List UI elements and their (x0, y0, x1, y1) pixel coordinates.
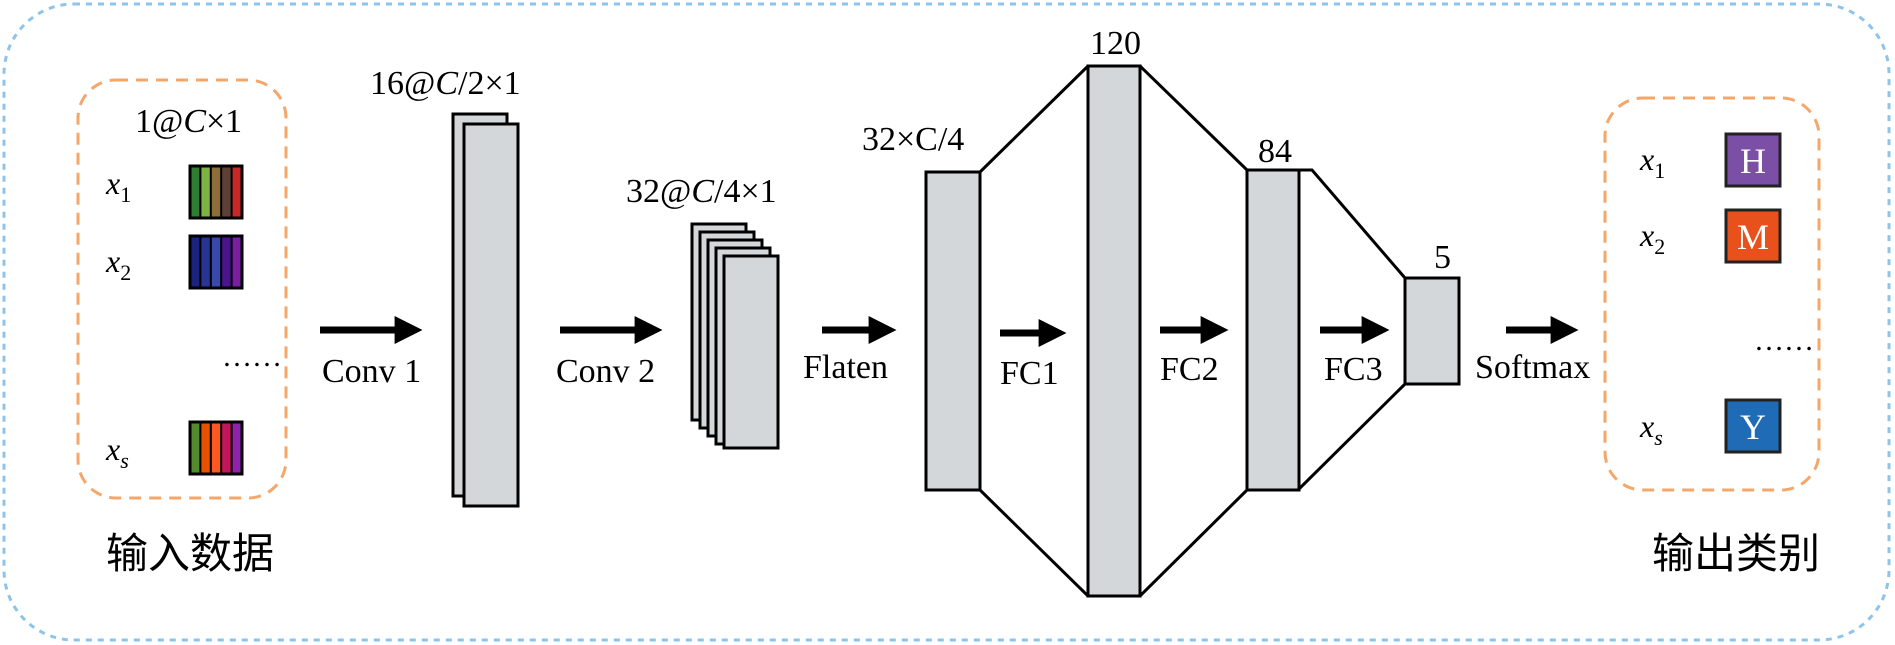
flatten-shape-label: 32×C/4 (862, 121, 964, 158)
softmax-label: Softmax (1475, 349, 1590, 386)
signal-block-border (188, 164, 244, 220)
conv2-shape-label: 32@C/4×1 (626, 173, 777, 210)
signal-stripe (210, 422, 222, 474)
fc1-layer (1086, 64, 1142, 598)
signal-stripe (221, 236, 232, 288)
output-class-letter-y: Y (1740, 407, 1766, 447)
fc1-label: FC1 (1000, 355, 1059, 392)
signal-stripe (200, 422, 211, 474)
fc-connector-bottom (978, 382, 1407, 598)
signal-stripe (221, 422, 232, 474)
input-var-x1: x1 (105, 165, 131, 207)
signal-stripe (231, 166, 242, 218)
output-ellipsis: …… (1754, 324, 1814, 357)
input-title: 输入数据 (106, 529, 274, 578)
output-class-letter-m: M (1737, 217, 1769, 257)
signal-stripe (221, 166, 232, 218)
fc1-size-label: 120 (1090, 25, 1141, 62)
conv2-feature-map-5 (722, 254, 780, 450)
output-class-box-y (1724, 398, 1782, 454)
input-signal-x1 (188, 164, 244, 220)
conv2-label: Conv 2 (556, 353, 655, 390)
signal-stripe (190, 236, 201, 288)
signal-stripe (190, 422, 201, 474)
input-signal-xs (188, 420, 244, 476)
output-class-letter-h: H (1740, 141, 1766, 181)
output-class-box-h (1724, 132, 1782, 188)
fc3-size-label: 5 (1434, 239, 1451, 276)
input-var-xs: xs (105, 431, 129, 473)
output-group-frame (1603, 96, 1821, 492)
signal-block-border (188, 420, 244, 476)
signal-stripe (210, 236, 222, 288)
fc-connector-top (978, 64, 1407, 279)
output-var-x2: x2 (1639, 217, 1665, 259)
conv1-shape-label: 16@C/2×1 (370, 65, 521, 102)
input-signal-x2 (188, 234, 244, 290)
fc2-label: FC2 (1160, 351, 1219, 388)
output-class-box-m (1724, 208, 1782, 264)
output-var-xs: xs (1639, 408, 1663, 450)
fc2-size-label: 84 (1258, 133, 1292, 170)
conv1-feature-map-front (462, 122, 520, 508)
signal-stripe (231, 236, 242, 288)
signal-stripe (200, 236, 211, 288)
signal-block-border (188, 234, 244, 290)
signal-stripe (210, 166, 222, 218)
input-group-frame (76, 78, 288, 500)
output-title: 输出类别 (1652, 529, 1820, 578)
flatten-label: Flaten (803, 349, 888, 386)
signal-stripe (231, 422, 242, 474)
signal-stripe (200, 166, 211, 218)
input-var-x2: x2 (105, 243, 131, 285)
input-ellipsis: …… (222, 340, 282, 373)
flatten-vector (924, 170, 982, 492)
conv1-label: Conv 1 (322, 353, 421, 390)
fc2-layer (1245, 168, 1301, 492)
fc3-label: FC3 (1324, 351, 1383, 388)
output-var-x1: x1 (1639, 141, 1665, 183)
fc3-layer (1403, 276, 1461, 386)
signal-stripe (190, 166, 201, 218)
input-shape-label: 1@C×1 (135, 103, 242, 140)
